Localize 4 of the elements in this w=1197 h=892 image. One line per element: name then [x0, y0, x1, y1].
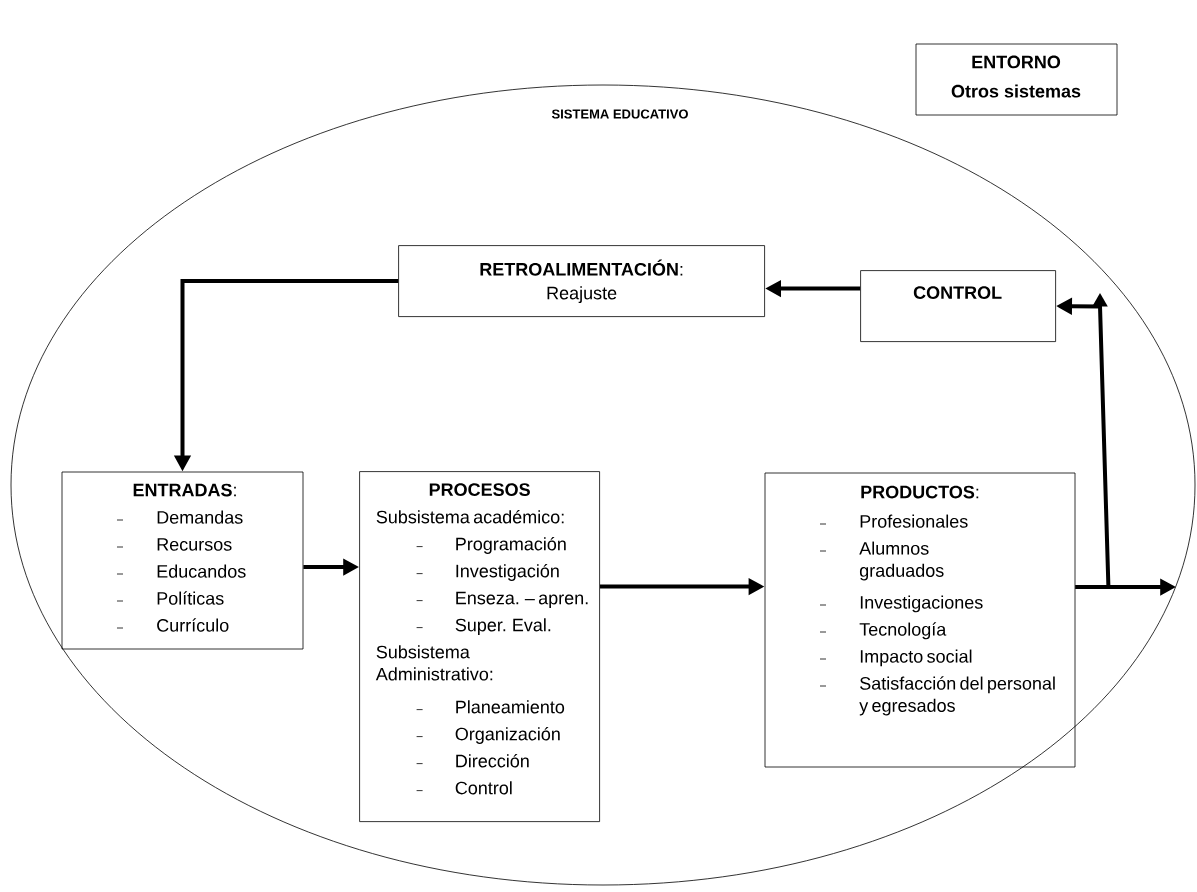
feedback-box: RETROALIMENTACIÓN: Reajuste	[398, 245, 765, 317]
processes-box: PROCESOS Subsistema académico: Programación Investigación Enseza. – apren. Super. Eval. Subsistema Administrativo: Planeamiento Organización Dirección Control	[359, 471, 600, 822]
environment-box: ENTORNO Otros sistemas	[915, 43, 1118, 116]
control-box: CONTROL	[860, 270, 1056, 342]
